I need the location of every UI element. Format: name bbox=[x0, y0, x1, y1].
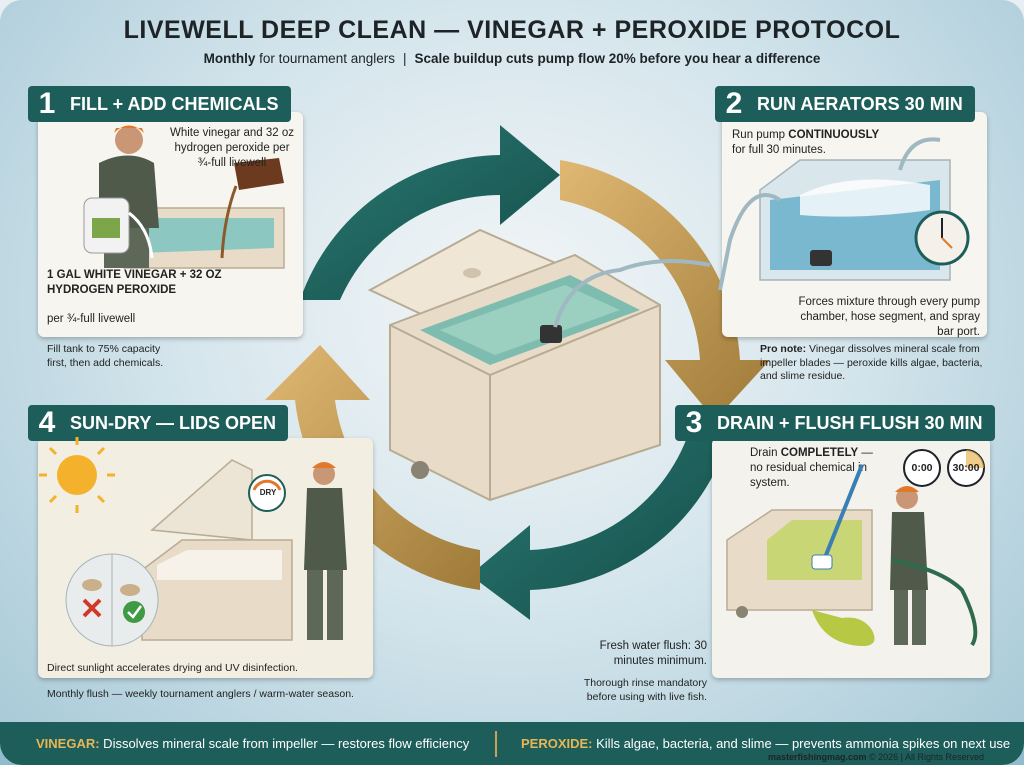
step4-header: 4 SUN-DRY — LIDS OPEN bbox=[28, 405, 289, 441]
step2-pro-note: Pro note: Vinegar dissolves mineral scal… bbox=[760, 343, 983, 383]
timer-end: 30:00 bbox=[952, 462, 980, 474]
header: LIVEWELL DEEP CLEAN — VINEGAR + PEROXIDE… bbox=[0, 16, 1024, 66]
step3-label: DRAIN + FLUSH FLUSH 30 MIN bbox=[717, 412, 983, 433]
subtitle-warning: Scale buildup cuts pump flow 20% before … bbox=[414, 51, 821, 66]
angler-pouring-illustration bbox=[83, 125, 285, 269]
step2-instruction: Run pump CONTINUOUSLY for full 30 minute… bbox=[732, 129, 880, 156]
page-subtitle: Monthly for tournament anglers | Scale bui… bbox=[0, 51, 1024, 66]
page-title: LIVEWELL DEEP CLEAN — VINEGAR + PEROXIDE… bbox=[123, 16, 901, 44]
subtitle-frequency: Monthly bbox=[203, 51, 256, 66]
step1-dosage-sub: per ¾-full livewell bbox=[47, 313, 136, 325]
sun-dry-illustration bbox=[39, 437, 347, 647]
step1-number: 1 bbox=[38, 87, 56, 120]
footer-vinegar: VINEGAR: Dissolves mineral scale from im… bbox=[36, 736, 470, 751]
footer-vinegar-key: VINEGAR: bbox=[36, 736, 100, 751]
step3-drain-text: Drain COMPLETELY — no residual chemical … bbox=[750, 447, 873, 489]
step4-number: 4 bbox=[38, 406, 56, 439]
timer-start: 0:00 bbox=[911, 462, 933, 474]
step1-label: FILL + ADD CHEMICALS bbox=[70, 93, 279, 114]
credit-site: masterfishingmag.com bbox=[767, 752, 867, 762]
step2-number: 2 bbox=[725, 87, 743, 120]
step3-number: 3 bbox=[685, 406, 703, 439]
step4-gauge-label: DRY bbox=[259, 488, 277, 497]
step2-header: 2 RUN AERATORS 30 MIN bbox=[715, 86, 975, 122]
step2-forces: Forces mixture through every pump chambe… bbox=[798, 296, 980, 338]
step3-header: 3 DRAIN + FLUSH FLUSH 30 MIN bbox=[675, 405, 995, 441]
central-livewell-illustration bbox=[367, 228, 711, 502]
step3-flush: Fresh water flush: 30 minutes minimum. bbox=[599, 640, 707, 667]
drain-flush-illustration bbox=[726, 449, 985, 647]
step1-dosage: 1 GAL WHITE VINEGAR + 32 OZ HYDROGEN PER… bbox=[47, 269, 222, 296]
subtitle-separator: | bbox=[402, 51, 407, 66]
footer-peroxide-key: PEROXIDE: bbox=[521, 736, 593, 751]
step4-note: Monthly flush — weekly tournament angler… bbox=[47, 688, 354, 700]
step1-note: Fill tank to 75% capacity first, then ad… bbox=[47, 343, 164, 369]
aerator-tank-illustration bbox=[718, 137, 970, 291]
credit-line: masterfishingmag.com © 2026 | All Rights… bbox=[767, 752, 984, 762]
step3-completely: COMPLETELY bbox=[780, 447, 859, 459]
step3-rinse: Thorough rinse mandatory before using wi… bbox=[583, 677, 707, 703]
subtitle-audience: for tournament anglers bbox=[255, 51, 395, 66]
step1-header: 1 FILL + ADD CHEMICALS bbox=[28, 86, 291, 122]
step4-label: SUN-DRY — LIDS OPEN bbox=[70, 412, 277, 433]
footer-divider bbox=[495, 730, 497, 757]
step4-caption: Direct sunlight accelerates drying and U… bbox=[47, 662, 298, 674]
step2-label: RUN AERATORS 30 MIN bbox=[757, 93, 963, 114]
footer-bar: VINEGAR: Dissolves mineral scale from im… bbox=[0, 722, 1024, 765]
step2-continuously: CONTINUOUSLY bbox=[788, 129, 880, 141]
step1-callout: White vinegar and 32 oz hydrogen peroxid… bbox=[169, 127, 295, 169]
footer-peroxide: PEROXIDE: Kills algae, bacteria, and sli… bbox=[521, 736, 1011, 751]
